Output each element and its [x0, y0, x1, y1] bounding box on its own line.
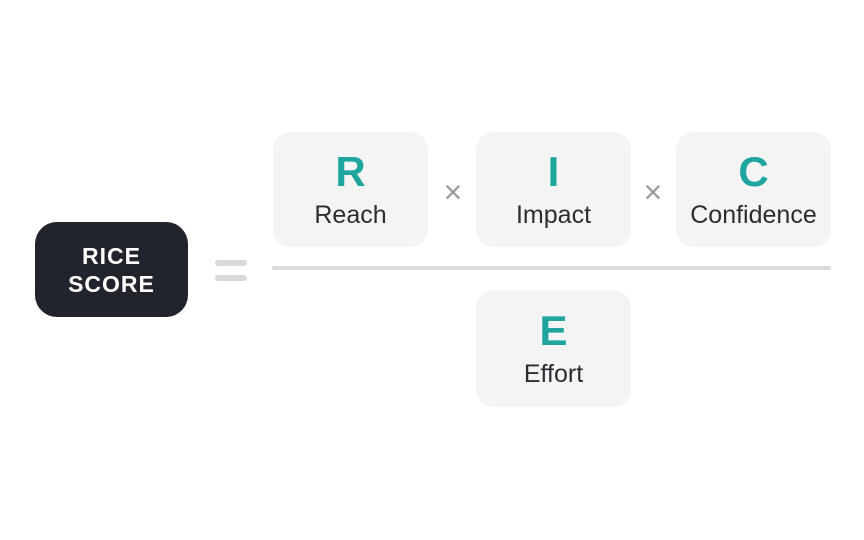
factor-card-impact: I Impact [476, 132, 631, 247]
rice-score-badge: RICE SCORE [35, 222, 188, 317]
rice-score-label-line2: SCORE [68, 270, 155, 297]
factor-letter-impact: I [547, 148, 560, 195]
factor-letter-confidence: C [738, 148, 769, 195]
factor-card-reach: R Reach [273, 132, 428, 247]
multiply-icon: × [443, 174, 463, 210]
factor-label-confidence: Confidence [690, 201, 817, 229]
factor-card-effort: E Effort [476, 290, 631, 407]
rice-score-label-line1: RICE [82, 242, 141, 269]
factor-label-effort: Effort [523, 360, 584, 388]
factor-label-reach: Reach [314, 201, 387, 229]
factor-letter-effort: E [539, 307, 568, 354]
factor-card-confidence: C Confidence [676, 132, 831, 247]
equals-icon [215, 260, 247, 281]
equals-bar-top [215, 260, 247, 266]
fraction-divider-line [272, 266, 831, 270]
factor-letter-reach: R [335, 148, 366, 195]
equals-bar-bottom [215, 275, 247, 281]
factor-label-impact: Impact [515, 201, 592, 229]
multiply-icon: × [643, 174, 663, 210]
